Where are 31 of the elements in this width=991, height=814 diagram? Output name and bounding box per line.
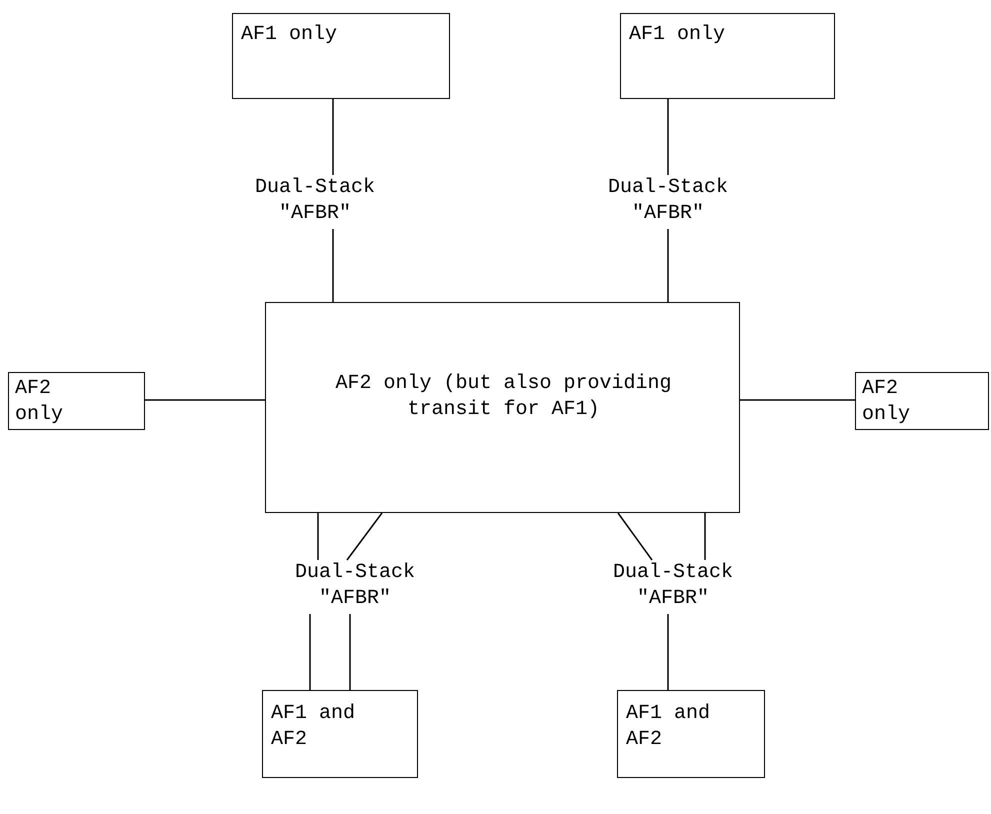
box-label: AF1 and AF2: [626, 701, 712, 753]
box-label: AF1 and AF2: [271, 701, 356, 753]
network-box: [855, 372, 989, 430]
connector-line: [346, 512, 383, 560]
box-label: AF2 only: [15, 376, 64, 428]
connector-line: [349, 614, 351, 690]
connector-line: [667, 229, 669, 302]
connector-line: [145, 399, 265, 401]
network-box: [232, 13, 450, 99]
connector-line: [740, 399, 855, 401]
box-label: AF2 only (but also providing transit for AF1): [334, 371, 673, 423]
connector-line: [667, 99, 669, 175]
box-label: AF2 only: [862, 376, 912, 428]
connector-line: [332, 229, 334, 302]
network-box: [262, 690, 418, 778]
network-box: [617, 690, 765, 778]
network-box: [620, 13, 835, 99]
connector-line: [617, 512, 653, 560]
connector-line: [332, 99, 334, 175]
connector-line: [317, 513, 319, 560]
connector-line: [667, 614, 669, 690]
connector-line: [309, 614, 311, 690]
router-label: Dual-Stack "AFBR": [606, 175, 730, 227]
network-box: [265, 302, 740, 513]
box-label: AF1 only: [629, 22, 726, 48]
router-label: Dual-Stack "AFBR": [612, 560, 734, 612]
router-label: Dual-Stack "AFBR": [254, 175, 376, 227]
network-box: [8, 372, 145, 430]
connector-line: [704, 513, 706, 560]
box-label: AF1 only: [241, 22, 338, 48]
router-label: Dual-Stack "AFBR": [294, 560, 416, 612]
